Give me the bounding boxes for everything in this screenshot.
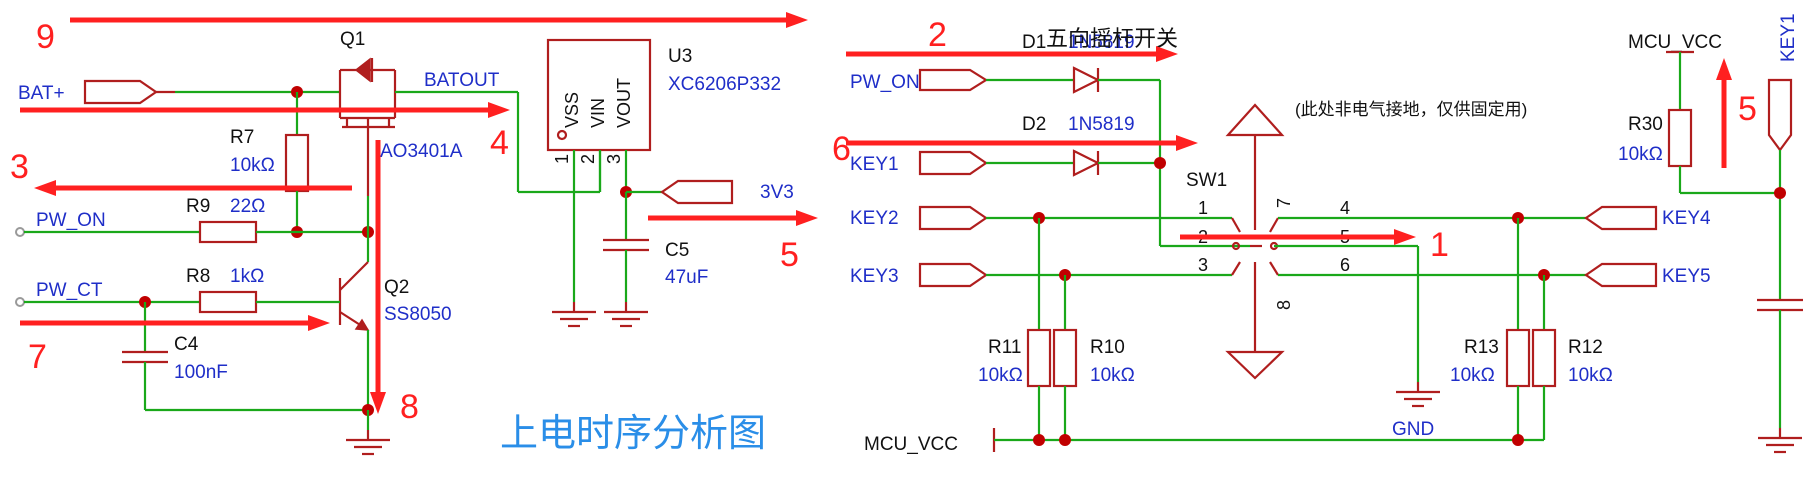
r10-ref: R10 — [1090, 337, 1125, 358]
r30-value: 10kΩ — [1618, 144, 1663, 165]
step-5-right: 5 — [1738, 90, 1757, 128]
key4-label: KEY4 — [1662, 208, 1711, 229]
r9-ref: R9 — [186, 196, 210, 217]
pw-on-left-label: PW_ON — [36, 210, 106, 231]
gnd-label: GND — [1392, 419, 1434, 440]
mcu-vcc-bottom-rail: MCU_VCC — [864, 428, 1544, 455]
pw-ct-label: PW_CT — [36, 280, 103, 301]
d2-part: 1N5819 — [1068, 114, 1135, 135]
batout-label: BATOUT — [424, 70, 500, 91]
r10-value: 10kΩ — [1090, 365, 1135, 386]
r7-value: 10kΩ — [230, 155, 275, 176]
c5-ref: C5 — [665, 240, 689, 261]
u3-ref: U3 — [668, 46, 692, 67]
mcu-vcc-top-label: MCU_VCC — [1628, 32, 1722, 53]
key3-label: KEY3 — [850, 266, 899, 287]
step-2: 2 — [928, 16, 947, 54]
r13-value: 10kΩ — [1450, 365, 1495, 386]
mcu-vcc-bottom-label: MCU_VCC — [864, 434, 958, 455]
c4-ref: C4 — [174, 334, 199, 355]
d2-diode: KEY1 D2 1N5819 — [850, 114, 1160, 177]
step-3: 3 — [10, 148, 29, 186]
u3-part: XC6206P332 — [668, 74, 781, 95]
sw1-pin4: 4 — [1340, 198, 1350, 218]
c4-capacitor: C4 100nF — [122, 302, 368, 412]
u3-pin-vss: VSS — [562, 92, 582, 128]
gnd-symbol-u3 — [550, 300, 598, 328]
q1-ref: Q1 — [340, 29, 365, 50]
key1-vertical-label: KEY1 — [1778, 13, 1799, 62]
pw-ct-net: PW_CT R8 1kΩ — [15, 266, 340, 314]
d1-part: 1N5819 — [1068, 32, 1135, 53]
joystick-section: PW_ON D1 1N5819 KEY1 D2 1N5819 KEY2 — [850, 13, 1804, 455]
key1-label: KEY1 — [850, 154, 899, 175]
q2-ref: Q2 — [384, 277, 409, 298]
r11-ref: R11 — [988, 337, 1021, 358]
pw-on-left-net: PW_ON R9 22Ω — [15, 196, 368, 244]
pw-on-right-label: PW_ON — [850, 72, 920, 93]
pullup-resistors: R11 10kΩ R10 10kΩ R13 10kΩ R12 10kΩ — [978, 218, 1613, 440]
v3v3-output: 3V3 C5 47uF — [602, 179, 794, 328]
step-5-left: 5 — [780, 236, 799, 274]
step-1: 1 — [1430, 226, 1449, 264]
step-7: 7 — [28, 338, 47, 376]
r13-ref: R13 — [1464, 337, 1499, 358]
u3-pin-vout: VOUT — [614, 78, 634, 128]
u3-regulator: VSS VIN VOUT 1 2 3 U3 XC6206P332 — [546, 38, 781, 328]
sw1-pin3: 3 — [1198, 255, 1208, 275]
u3-pin3-num: 3 — [604, 154, 624, 164]
q1-part: AO3401A — [380, 141, 463, 162]
r8-value: 1kΩ — [230, 266, 264, 287]
r7-resistor: R7 10kΩ — [230, 92, 310, 232]
sw1-pin6: 6 — [1340, 255, 1350, 275]
sw1-pin8: 8 — [1274, 300, 1294, 310]
key1-pullup: MCU_VCC R30 10kΩ KEY1 — [1618, 13, 1804, 454]
step-4: 4 — [490, 124, 509, 162]
power-switch-section: BAT+ Q1 AO3401A BATOUT — [15, 29, 602, 456]
step-6: 6 — [832, 130, 851, 168]
gnd-symbol-left — [344, 428, 392, 456]
bat-plus-label: BAT+ — [18, 83, 65, 104]
step-9: 9 — [36, 18, 55, 56]
r9-value: 22Ω — [230, 196, 265, 217]
sw1-joystick: 五向摇杆开关 (此处非电气接地，仅供固定用) SW1 1 2 3 4 5 6 7… — [1046, 26, 1527, 380]
bat-plus-port: BAT+ — [18, 79, 175, 105]
r8-ref: R8 — [186, 266, 210, 287]
key5-label: KEY5 — [1662, 266, 1711, 287]
d1-diode: PW_ON D1 1N5819 — [850, 32, 1160, 94]
u3-pin1-num: 1 — [552, 154, 572, 164]
d1-ref: D1 — [1022, 32, 1046, 53]
u3-pin-vin: VIN — [588, 98, 608, 128]
sequence-numbers: 9 2 3 4 5 5 6 7 8 1 — [10, 16, 1757, 426]
diagram-title: 上电时序分析图 — [500, 413, 766, 455]
r12-value: 10kΩ — [1568, 365, 1613, 386]
c4-value: 100nF — [174, 362, 228, 383]
r12-ref: R12 — [1568, 337, 1603, 358]
u3-pin2-num: 2 — [578, 154, 598, 164]
q1-mosfet: Q1 AO3401A — [338, 29, 463, 196]
r7-ref: R7 — [230, 127, 254, 148]
sw1-pin7: 7 — [1274, 198, 1294, 208]
r30-ref: R30 — [1628, 114, 1663, 135]
key2-label: KEY2 — [850, 208, 899, 229]
c5-value: 47uF — [665, 267, 708, 288]
q2-transistor: Q2 SS8050 — [338, 261, 452, 410]
gnd-symbol-right — [1394, 380, 1442, 408]
switch-note: (此处非电气接地，仅供固定用) — [1295, 100, 1527, 119]
sw1-pin1: 1 — [1198, 198, 1208, 218]
sequence-arrows — [20, 12, 1732, 414]
q2-part: SS8050 — [384, 304, 452, 325]
r11-value: 10kΩ — [978, 365, 1023, 386]
step-8: 8 — [400, 388, 419, 426]
sw1-ref: SW1 — [1186, 170, 1227, 191]
d2-ref: D2 — [1022, 114, 1046, 135]
v3v3-label: 3V3 — [760, 182, 794, 203]
